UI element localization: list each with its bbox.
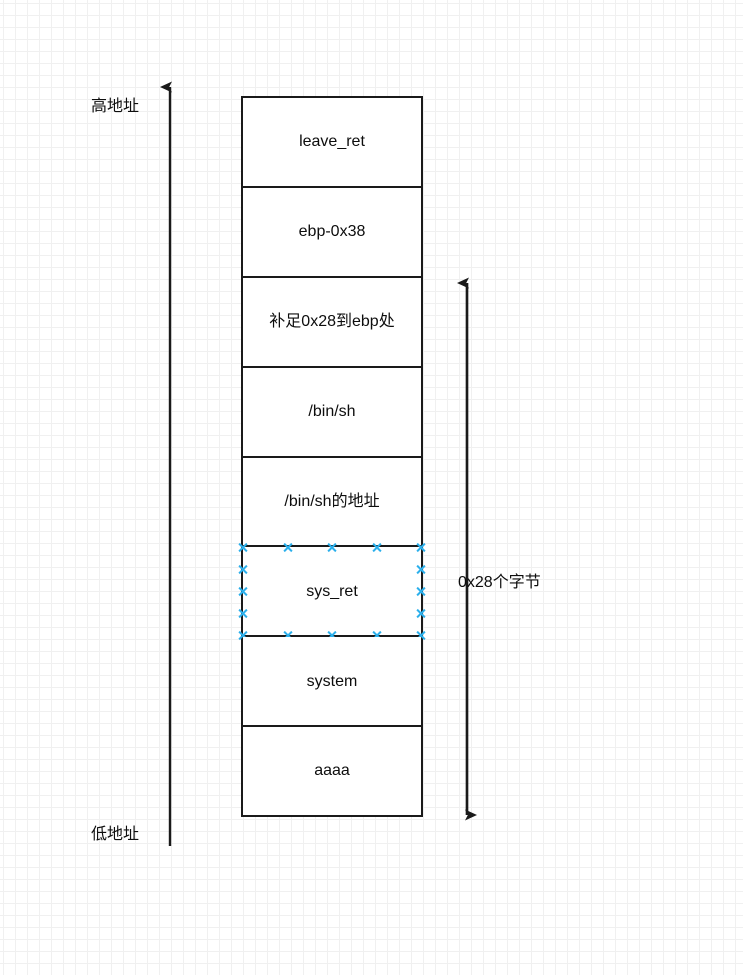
selection-handle-right-0[interactable] (416, 564, 427, 575)
stack-cell-ebp-offset[interactable]: ebp-0x38 (243, 187, 421, 278)
stack-cell-binsh-address[interactable]: /bin/sh的地址 (243, 457, 421, 548)
low-address-label: 低地址 (91, 826, 140, 843)
address-axis-arrow (160, 81, 172, 846)
selection-handle-top-2[interactable] (327, 542, 338, 553)
stack-cell-label: system (306, 672, 358, 690)
stack-cell-label: 补足0x28到ebp处 (269, 313, 395, 331)
selection-handle-top-1[interactable] (282, 542, 293, 553)
selection-handle-left-2[interactable] (238, 608, 249, 619)
high-address-label: 高地址 (91, 98, 140, 115)
byte-count-measure-arrow (457, 277, 477, 821)
stack-cell-binsh-string[interactable]: /bin/sh (243, 367, 421, 458)
stack-cell-sys-ret[interactable]: sys_ret (243, 547, 421, 638)
stack-cell-label: /bin/sh (308, 402, 356, 420)
stack-cell-leave-ret[interactable]: leave_ret (243, 98, 421, 188)
stack-cell-padding[interactable]: 补足0x28到ebp处 (243, 277, 421, 368)
selection-handle-top-0[interactable] (238, 542, 249, 553)
stack-cell-label: ebp-0x38 (298, 223, 366, 241)
selection-handle-right-2[interactable] (416, 608, 427, 619)
selection-handle-left-0[interactable] (238, 564, 249, 575)
stack-cell-label: /bin/sh的地址 (284, 492, 380, 510)
selection-handle-top-4[interactable] (416, 542, 427, 553)
selection-handle-top-3[interactable] (371, 542, 382, 553)
stack-diagram[interactable]: leave_ret ebp-0x38 补足0x28到ebp处 /bin/sh /… (241, 96, 423, 817)
stack-cell-aaaa[interactable]: aaaa (243, 727, 421, 815)
selection-handle-right-1[interactable] (416, 586, 427, 597)
stack-cell-system[interactable]: system (243, 637, 421, 728)
stack-cell-label: leave_ret (299, 133, 365, 151)
stack-cell-label: sys_ret (306, 582, 358, 600)
stack-cell-label: aaaa (314, 762, 350, 780)
selection-handle-left-1[interactable] (238, 586, 249, 597)
byte-count-label: 0x28个字节 (458, 574, 541, 591)
